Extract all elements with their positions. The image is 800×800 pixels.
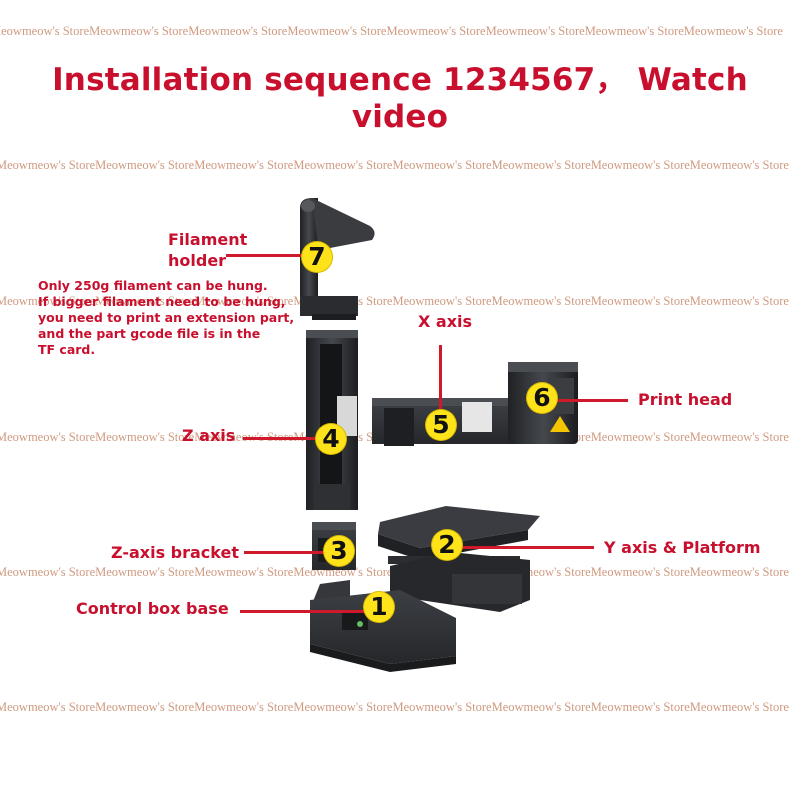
note-line: you need to print an extension part, [38, 310, 295, 325]
leader-line-4 [243, 437, 321, 440]
badge-3: 3 [324, 536, 354, 566]
badge-5: 5 [426, 410, 456, 440]
label-filament-holder-line2: holder [168, 251, 227, 270]
leader-line-7 [226, 254, 304, 257]
label-y-axis-platform: Y axis & Platform [604, 538, 761, 557]
watermark-row: Meowmeow's StoreMeowmeow's StoreMeowmeow… [0, 294, 789, 308]
z-axis-part [306, 330, 358, 510]
leader-line-6 [552, 399, 628, 402]
label-control-box-base: Control box base [76, 599, 229, 618]
label-z-axis: Z axis [182, 426, 236, 445]
label-filament-holder-line1: Filament [168, 230, 248, 249]
leader-line-1 [240, 610, 368, 613]
control-box-base-part [310, 580, 456, 672]
badge-4: 4 [316, 424, 346, 454]
leader-line-2 [462, 546, 594, 549]
filament-note: Only 250g filament can be hung. If bigge… [38, 278, 294, 358]
label-x-axis: X axis [418, 312, 473, 331]
note-line: TF card. [38, 342, 96, 357]
note-line: Only 250g filament can be hung. [38, 278, 268, 293]
leader-line-5 [439, 345, 442, 415]
page-title: Installation sequence 1234567， Watch vid… [52, 62, 748, 135]
note-line: If bigger filament need to be hung, [38, 294, 286, 309]
badge-1: 1 [364, 592, 394, 622]
y-axis-platform-part [378, 506, 540, 612]
badge-6: 6 [527, 383, 557, 413]
leader-line-3 [244, 551, 324, 554]
watermark-row: Meowmeow's StoreMeowmeow's StoreMeowmeow… [0, 700, 789, 714]
label-z-axis-bracket: Z-axis bracket [111, 543, 239, 562]
watermark-row: Meowmeow's StoreMeowmeow's StoreMeowmeow… [0, 158, 789, 172]
badge-7: 7 [302, 242, 332, 272]
watermark-row: Meowmeow's StoreMeowmeow's StoreMeowmeow… [0, 24, 783, 38]
badge-2: 2 [432, 530, 462, 560]
note-line: and the part gcode file is in the [38, 326, 261, 341]
label-print-head: Print head [638, 390, 733, 409]
